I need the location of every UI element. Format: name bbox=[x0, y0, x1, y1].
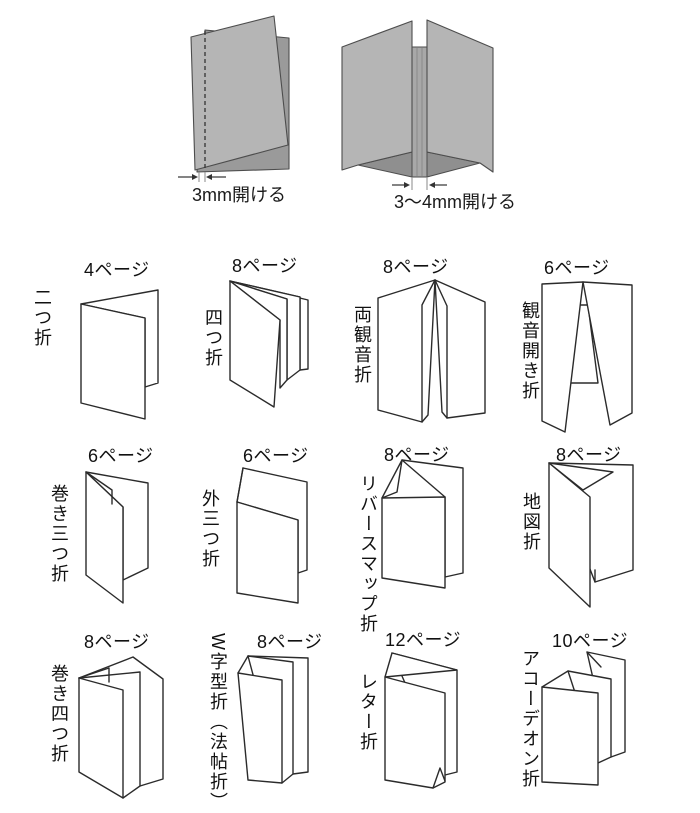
open-gatefold-gap-illustration bbox=[341, 19, 494, 190]
pages-label-letter-fold: 12ページ bbox=[385, 630, 462, 650]
fold-name-w-fold: W字型折（法帖折） bbox=[208, 633, 228, 812]
gap-caption-right: 3〜4mm開ける bbox=[394, 192, 517, 212]
pages-label-accordion-fold: 10ページ bbox=[552, 631, 629, 651]
folded-sheet-gap-illustration bbox=[178, 15, 290, 182]
pages-label-quarterfold: 8ページ bbox=[232, 256, 298, 276]
fold-name-double-gatefold: 両観音折 bbox=[352, 305, 372, 385]
fold-name-roll-quarterfold: 巻き四つ折 bbox=[49, 664, 69, 764]
pages-label-w-fold: 8ページ bbox=[257, 632, 323, 652]
fold-name-z-trifold: 外三つ折 bbox=[200, 489, 220, 569]
fold-name-map-fold: 地図折 bbox=[521, 492, 541, 552]
pages-label-roll-trifold: 6ページ bbox=[88, 446, 154, 466]
pages-label-roll-quarterfold: 8ページ bbox=[84, 632, 150, 652]
bifold-diagram bbox=[80, 289, 159, 420]
fold-name-roll-trifold: 巻き三つ折 bbox=[49, 484, 69, 584]
pages-label-z-trifold: 6ページ bbox=[243, 446, 309, 466]
pages-label-bifold: 4ページ bbox=[84, 260, 150, 280]
letter-fold-diagram bbox=[384, 652, 458, 789]
pages-label-map-fold: 8ページ bbox=[556, 445, 622, 465]
map-fold-diagram bbox=[548, 462, 634, 608]
fold-name-letter-fold: レター折 bbox=[358, 672, 378, 752]
gap-caption-left: 3mm開ける bbox=[192, 185, 286, 205]
quarterfold-diagram bbox=[229, 280, 309, 408]
fold-name-reverse-map-fold: リバースマップ折 bbox=[358, 474, 378, 634]
pages-label-reverse-map-fold: 8ページ bbox=[384, 445, 450, 465]
double-gatefold-diagram bbox=[377, 279, 486, 423]
z-trifold-diagram bbox=[236, 467, 308, 604]
w-fold-diagram bbox=[237, 655, 309, 784]
reverse-map-fold-diagram bbox=[381, 459, 464, 589]
roll-quarterfold-diagram bbox=[78, 656, 164, 799]
fold-name-bifold: 二つ折 bbox=[32, 288, 52, 348]
roll-trifold-diagram bbox=[85, 471, 149, 604]
fold-name-gatefold: 観音開き折 bbox=[520, 301, 540, 401]
pages-label-gatefold: 6ページ bbox=[544, 258, 610, 278]
gatefold-diagram bbox=[541, 281, 633, 433]
pages-label-double-gatefold: 8ページ bbox=[383, 257, 449, 277]
fold-name-accordion-fold: アコーデオン折 bbox=[520, 649, 540, 789]
fold-name-quarterfold: 四つ折 bbox=[203, 308, 223, 368]
accordion-fold-diagram bbox=[541, 651, 626, 786]
